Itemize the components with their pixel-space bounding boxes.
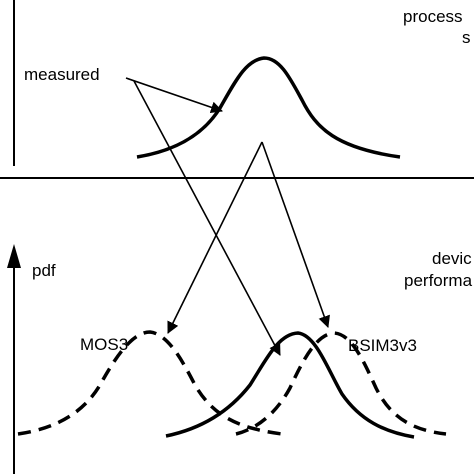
arrow-to-mos3 [167,141,263,334]
measured-arrow-to-curve [125,77,223,114]
pdf-axis-label: pdf [32,261,56,280]
measured-curve [136,56,401,159]
arrow-to-bsim3v3 [261,141,330,328]
mos3-curve [17,330,283,436]
pdf-y-axis-arrowhead [7,244,21,268]
measured-label: measured [24,65,100,84]
bsim3v3-label: BSIM3v3 [348,336,417,355]
lower-panel: pdf devic performa MOS3 BSIM3v3 [7,141,473,474]
bsim3v3-curve [235,331,447,436]
upper-panel-label-line1: process [403,7,463,26]
upper-panel: process s measured [0,0,474,356]
lower-panel-label-line1: devic [432,249,472,268]
measured-arrow-to-bsim-peak [133,80,281,356]
lower-panel-label-line2: performa [404,271,473,290]
measured-device-curve [165,331,415,439]
upper-panel-label-line2: s [462,28,471,47]
mos3-label: MOS3 [80,335,128,354]
